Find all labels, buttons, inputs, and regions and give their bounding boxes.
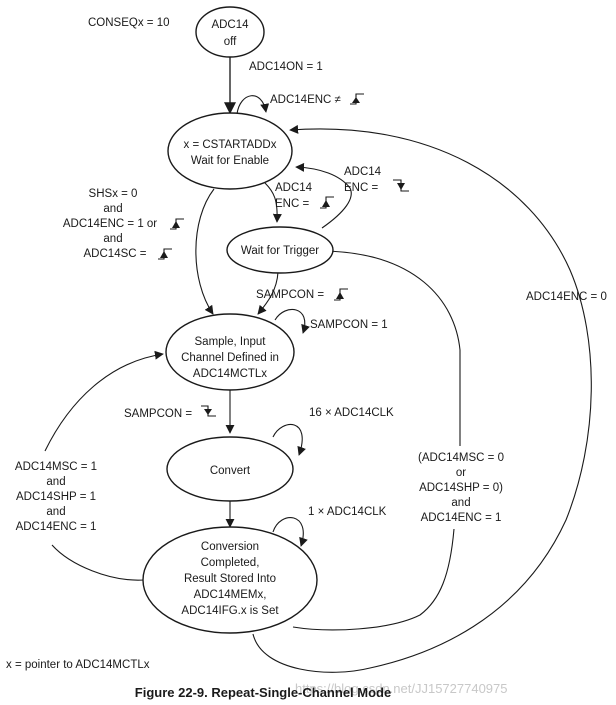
label-complete-to-trigger-line-3: ADC14SHP = 0) (419, 482, 503, 494)
state-sample-line-2: Channel Defined in (181, 352, 279, 364)
edge-enable-self (236, 95, 270, 115)
state-convert[interactable]: Convert (166, 436, 294, 502)
state-wait-enable-line-1: x = CSTARTADDx (184, 139, 277, 151)
label-trigger-to-sample: SAMPCON = (256, 289, 324, 301)
label-trigger-to-enable-line-2: ENC = (344, 182, 378, 194)
state-complete-line-2: Completed, (201, 557, 260, 569)
rising-edge-arrow-icon (336, 292, 344, 299)
state-wait-trigger-line-1: Wait for Trigger (241, 245, 319, 257)
label-enable-to-sample-line-3: ADC14ENC = 1 or (63, 218, 157, 230)
label-complete-to-enable: ADC14ENC = 0 (526, 291, 607, 303)
edge-trigger-to-sample (257, 271, 279, 315)
label-complete-to-sample-line-2: and (46, 476, 65, 488)
state-wait-enable[interactable]: x = CSTARTADDx Wait for Enable (167, 112, 293, 190)
states: ADC14 off x = CSTARTADDx Wait for Enable… (142, 6, 334, 634)
edge-convert-self (272, 423, 306, 456)
footnote: x = pointer to ADC14MCTLx (6, 659, 150, 671)
label-complete-to-trigger-line-5: ADC14ENC = 1 (421, 512, 502, 524)
state-sample-line-3: ADC14MCTLx (193, 368, 267, 380)
edge-trigger-to-enable (295, 162, 352, 229)
state-sample-line-1: Sample, Input (195, 336, 267, 348)
edge-enable-to-sample (195, 188, 215, 315)
label-complete-to-trigger-line-1: (ADC14MSC = 0 (418, 452, 504, 464)
falling-edge-arrow-icon (397, 183, 405, 190)
label-sample-to-convert: SAMPCON = (124, 408, 192, 420)
label-complete-to-sample-line-1: ADC14MSC = 1 (15, 461, 97, 473)
rising-edge-arrow-icon (352, 97, 360, 103)
rising-edge-arrow-icon (172, 221, 180, 228)
edge-complete-to-sample-upper (44, 350, 164, 452)
label-complete-to-trigger-line-2: or (456, 467, 466, 479)
falling-edge-arrow-icon (204, 409, 212, 415)
edge-sample-self (274, 308, 310, 334)
state-complete-line-5: ADC14IFG.x is Set (181, 605, 279, 617)
state-wait-enable-line-2: Wait for Enable (191, 155, 269, 167)
label-complete-to-trigger-line-4: and (451, 497, 470, 509)
watermark: https://blog.csdn.net/JJ15727740975 (295, 681, 508, 696)
label-complete-to-sample-line-4: and (46, 506, 65, 518)
edges (44, 55, 592, 673)
state-off-line-1: ADC14 (211, 19, 249, 31)
label-enable-to-sample-line-5: ADC14SC = (84, 248, 147, 260)
label-sample-self: SAMPCON = 1 (310, 319, 388, 331)
state-wait-trigger[interactable]: Wait for Trigger (226, 226, 334, 274)
label-off-to-enable: ADC14ON = 1 (249, 61, 323, 73)
label-complete-to-sample-line-3: ADC14SHP = 1 (16, 491, 96, 503)
state-off-line-2: off (224, 36, 237, 48)
state-complete-line-4: ADC14MEMx, (194, 589, 267, 601)
label-enable-to-sample-line-2: and (103, 203, 122, 215)
edge-complete-to-enable (252, 124, 592, 673)
label-enable-self: ADC14ENC ≠ (270, 94, 341, 106)
edge-complete-to-sample (51, 544, 145, 581)
label-convert-self: 16 × ADC14CLK (309, 407, 394, 419)
state-complete-line-1: Conversion (201, 541, 259, 553)
figure-caption: Figure 22-9. Repeat-Single-Channel Mode (135, 685, 391, 700)
label-complete-to-sample-line-5: ADC14ENC = 1 (16, 521, 97, 533)
label-enable-to-sample-line-1: SHSx = 0 (89, 188, 138, 200)
label-enable-to-sample-line-4: and (103, 233, 122, 245)
rising-edge-arrow-icon (322, 200, 330, 207)
labels: CONSEQx = 10 ADC14ON = 1 ADC14ENC ≠ ADC1… (15, 17, 607, 533)
edge-complete-self (272, 517, 308, 547)
state-off[interactable]: ADC14 off (195, 6, 265, 58)
state-complete-line-3: Result Stored Into (184, 573, 276, 585)
rising-edge-arrow-icon (160, 251, 168, 258)
mode-label: CONSEQx = 10 (88, 17, 170, 29)
edge-complete-to-trigger-lower (292, 528, 455, 631)
label-trigger-to-enable-line-1: ADC14 (344, 166, 382, 178)
label-enable-to-trigger-line-2: ENC = (275, 198, 309, 210)
label-enable-to-trigger-line-1: ADC14 (275, 182, 313, 194)
edge-enable-to-trigger (264, 182, 282, 223)
edge-complete-to-trigger-upper (321, 246, 461, 446)
label-complete-self: 1 × ADC14CLK (308, 506, 387, 518)
state-convert-line-1: Convert (210, 465, 251, 477)
state-sample[interactable]: Sample, Input Channel Defined in ADC14MC… (165, 313, 295, 391)
state-complete[interactable]: Conversion Completed, Result Stored Into… (142, 526, 318, 634)
